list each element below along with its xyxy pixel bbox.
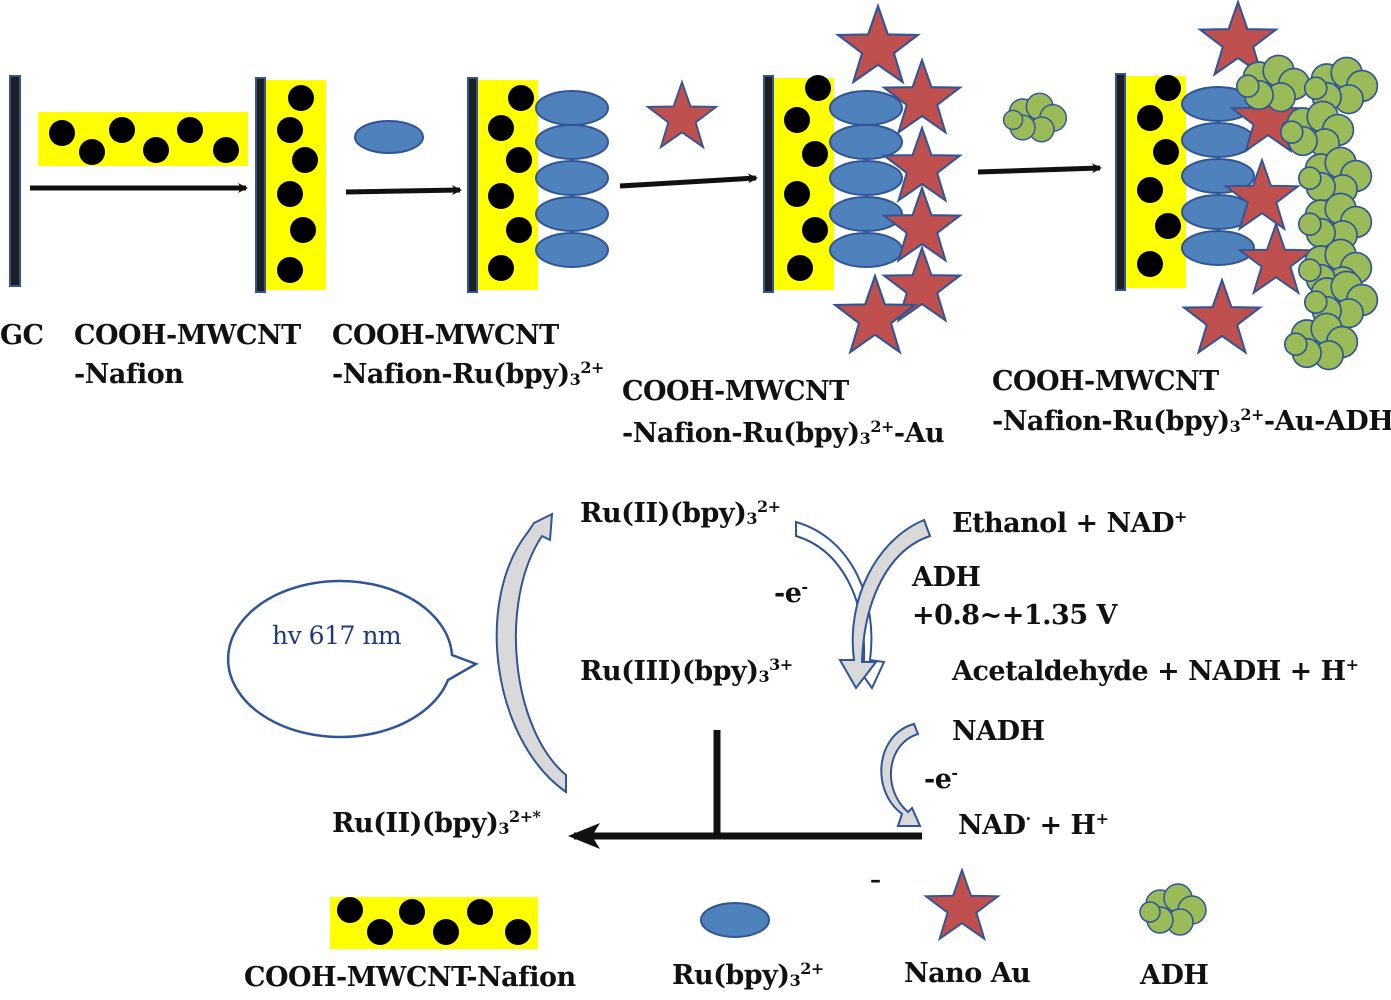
minus-e-label-2: -e- bbox=[924, 763, 958, 795]
electrode-stage-2 bbox=[467, 77, 609, 293]
minus-e-label-1: -e- bbox=[774, 577, 808, 609]
electrode-stage-4 bbox=[1115, 1, 1379, 371]
stage1-label-line2: -Nafion bbox=[74, 359, 184, 390]
stage4-label-line2: -Nafion-Ru(bpy)32+-Au-ADH bbox=[992, 405, 1391, 437]
stage2-label-line2: -Nafion-Ru(bpy)32+ bbox=[332, 358, 604, 390]
stage4-label-line1: COOH-MWCNT bbox=[992, 366, 1219, 397]
stage2-label-line1: COOH-MWCNT bbox=[332, 320, 559, 351]
ethanol-nad-label: Ethanol + NAD+ bbox=[952, 507, 1187, 539]
voltage-label: +0.8~+1.35 V bbox=[912, 600, 1117, 631]
ru3-label: Ru(III)(bpy)33+ bbox=[580, 655, 793, 687]
acetaldehyde-label: Acetaldehyde + NADH + H+ bbox=[952, 655, 1359, 687]
legend-adh-icon bbox=[1139, 883, 1207, 936]
gc-label: GC bbox=[0, 320, 44, 351]
nad-h-label: NAD· + H+ bbox=[958, 809, 1109, 841]
cnt-nafion-strip bbox=[38, 112, 248, 166]
hv-wavelength-label: hv 617 nm bbox=[272, 621, 402, 650]
nano-au-token bbox=[646, 81, 718, 149]
arrow-step-4 bbox=[977, 163, 1102, 175]
arrow-step-2 bbox=[345, 185, 462, 196]
stage3-label-line1: COOH-MWCNT bbox=[622, 376, 849, 407]
legend-adh-label: ADH bbox=[1140, 960, 1209, 991]
legend-au-label: Nano Au bbox=[904, 958, 1031, 989]
excitation-curve-arrow bbox=[495, 512, 567, 794]
arrow-step-3 bbox=[619, 173, 758, 189]
legend-ru-label: Ru(bpy)32+ bbox=[672, 959, 824, 991]
gc-electrode bbox=[9, 75, 21, 287]
adh-token bbox=[1002, 92, 1068, 143]
electrode-stage-1 bbox=[255, 77, 326, 293]
legend-nano-au-icon bbox=[924, 869, 1000, 940]
legend-cnt-label: COOH-MWCNT-Nafion bbox=[244, 962, 576, 993]
nadh-oxidation-arrow bbox=[880, 722, 922, 827]
ru-bpy-token bbox=[354, 120, 424, 154]
legend-ru-bpy-icon bbox=[700, 902, 770, 938]
stage1-label-line1: COOH-MWCNT bbox=[74, 320, 301, 351]
stray-dash: – bbox=[870, 867, 881, 893]
legend-cnt-nafion-icon bbox=[330, 897, 538, 949]
adh-label: ADH bbox=[912, 562, 981, 593]
ru2-excited-label: Ru(II)(bpy)32+* bbox=[332, 807, 541, 839]
ru2-label: Ru(II)(bpy)32+ bbox=[580, 497, 781, 529]
nadh-label: NADH bbox=[952, 716, 1045, 747]
adh-reaction-arrow bbox=[838, 518, 932, 690]
electrode-stage-3 bbox=[763, 4, 961, 354]
hv-speech-bubble bbox=[226, 579, 479, 739]
stage3-label-line2: -Nafion-Ru(bpy)32+-Au bbox=[622, 417, 945, 449]
